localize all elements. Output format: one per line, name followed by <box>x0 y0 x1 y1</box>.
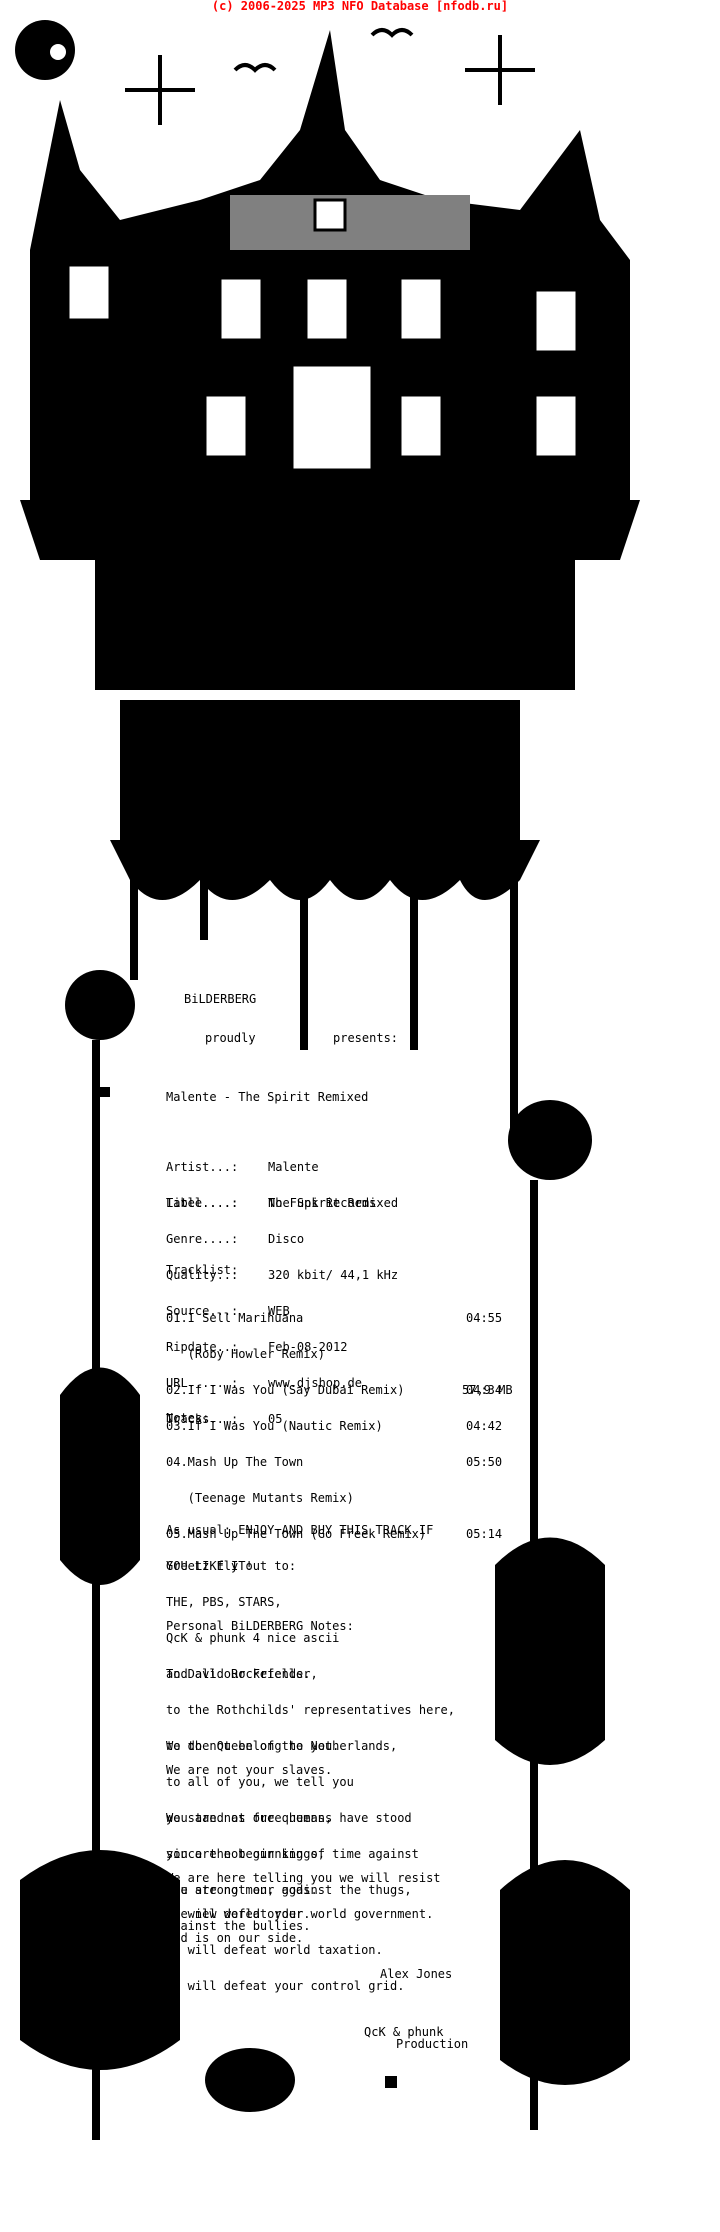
track-row: (Teenage Mutants Remix) <box>166 1491 354 1505</box>
ornament-icon <box>20 970 630 2112</box>
release-title-line: Malente - The Spirit Remixed <box>166 1090 369 1104</box>
bird-icon <box>233 28 414 73</box>
release-details: Label....:No Funk Records Genre....:Disc… <box>166 1196 399 1426</box>
url-value: www.djshop.de <box>268 1376 362 1390</box>
label-value: No Funk Records <box>268 1196 377 1210</box>
star-icon <box>125 35 535 125</box>
moon-icon <box>15 20 75 80</box>
title-value: The Spirit Remixed <box>268 1196 399 1210</box>
personal-para-1: To David Rockefeller, to the Rothchilds'… <box>166 1667 455 1897</box>
total-size: 57,9 MB <box>462 1383 513 1397</box>
track-row: (Roby Howler Remix) <box>166 1347 325 1361</box>
notes-usual: As usual: ENJOY AND BUY THIS TRACK IF YO… <box>166 1523 434 1573</box>
tracklist-heading: Tracklist: <box>166 1263 239 1277</box>
group-name: BiLDERBERG <box>184 992 257 1006</box>
artist-value: Malente <box>268 1160 319 1174</box>
personal-para-3: We are not your slaves. <box>166 1763 333 1777</box>
genre-value: Disco <box>268 1232 305 1246</box>
ascii-credit-production: Production <box>396 2037 469 2051</box>
personal-para-7: God is on our side. <box>166 1931 304 1945</box>
bilderberg-logo <box>95 535 575 840</box>
personal-heading: Personal BiLDERBERG Notes: <box>166 1619 354 1633</box>
track-row: 05.Mash Up The Town (Go Freek Remix)05:1… <box>166 1527 503 1541</box>
track-row: 03.If I Was You (Nautic Remix)04:42 <box>166 1419 503 1433</box>
source-value: WEB <box>268 1304 290 1318</box>
release-info: Artist...:Malente Title....:The Spirit R… <box>166 1160 399 1210</box>
site-credit: (c) 2006-2025 MP3 NFO Database [nfodb.ru… <box>211 0 509 13</box>
proudly-text: proudly <box>205 1031 256 1045</box>
ascii-credit: QcK & phunk <box>364 2025 444 2039</box>
personal-para-4: We stand as free humans have stood since… <box>166 1811 419 1933</box>
track-row: 02.If I Was You (Say Dubai Remix)04:34 <box>166 1383 503 1397</box>
greetz: Greetz fly out to: THE, PBS, STARS, QcK … <box>166 1559 340 1681</box>
personal-para-2: We do not belong to you. <box>166 1739 340 1753</box>
notes-heading: Notes: <box>166 1411 210 1425</box>
personal-para-6: We will defeat your world government. We… <box>166 1907 434 1993</box>
personal-para-5: We are here telling you we will resist t… <box>166 1871 441 1921</box>
ripdate-value: Feb-08-2012 <box>268 1340 348 1354</box>
signature: Alex Jones <box>380 1967 453 1981</box>
presents-text: presents: <box>333 1031 399 1045</box>
quality-value: 320 kbit/ 44,1 kHz <box>268 1268 399 1282</box>
tracks-value: 05 <box>268 1412 283 1426</box>
house-illustration <box>20 30 640 560</box>
